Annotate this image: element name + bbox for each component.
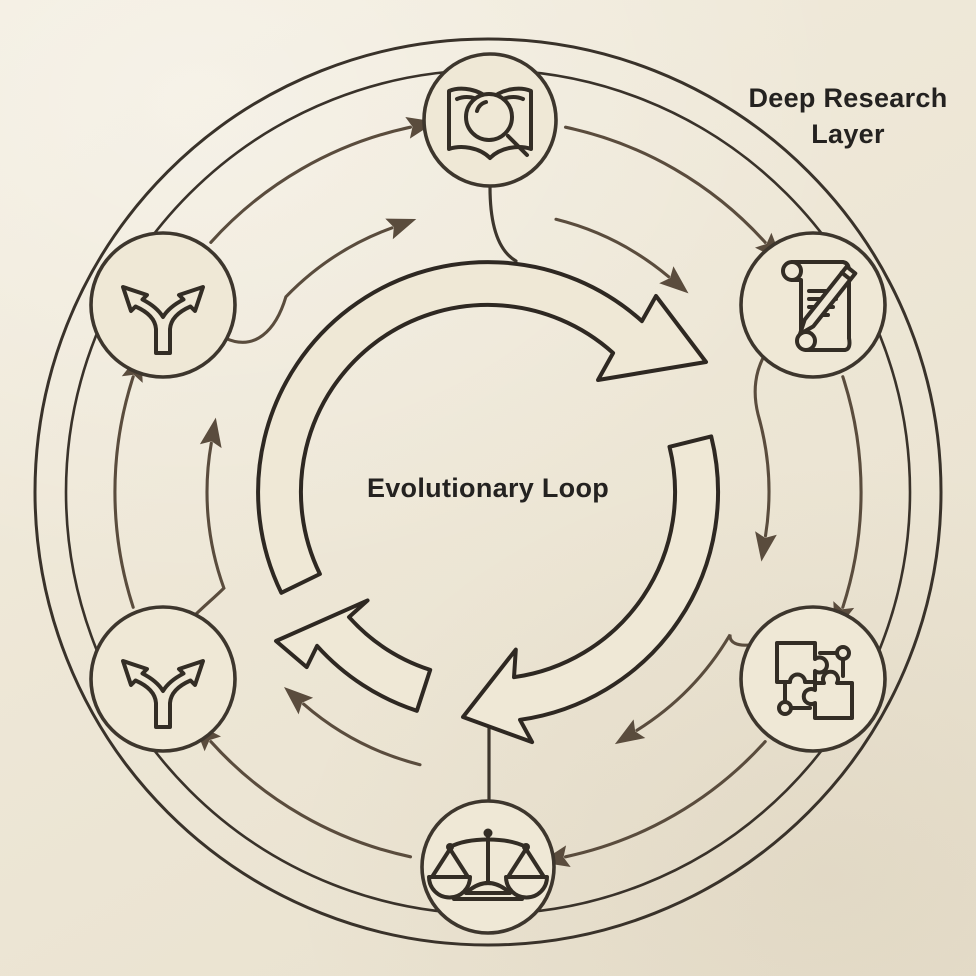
curved-arrow [113, 375, 135, 609]
scales-right-pan [504, 875, 549, 900]
evolutionary-loop-arrows [256, 260, 720, 745]
scroll-left-edge [790, 278, 803, 334]
lens-highlight [475, 100, 488, 113]
curved-arrow [563, 125, 767, 244]
arrowhead-icon [614, 719, 646, 745]
outer-ring-circle [33, 37, 943, 947]
puzzle-link-top-right [818, 651, 845, 678]
puzzle-piece-top-left [775, 641, 829, 684]
loop-block-arrow-top [256, 260, 708, 595]
curved-arrow [841, 375, 863, 609]
middle-arrow-ring [190, 217, 777, 767]
puzzle-pieces-icon [775, 641, 854, 720]
balance-scales-icon [427, 828, 549, 901]
fork-arrows-icon [121, 659, 205, 729]
scales-base-dome [464, 881, 512, 895]
puzzle-piece-bottom-right [801, 669, 854, 720]
arrowhead-icon [659, 266, 689, 294]
fork-arrow-shape [121, 285, 205, 355]
scroll-top-roll [781, 260, 803, 282]
node-circle-lower-left [89, 605, 237, 753]
layer-label-line2: Layer [811, 119, 885, 149]
curved-arrow [223, 226, 394, 344]
curved-arrow [209, 740, 413, 859]
fork-arrows-icon [121, 285, 205, 355]
scroll-pencil-icon [781, 260, 858, 352]
arrowhead-icon [199, 417, 222, 449]
scales-finial [483, 828, 493, 838]
loop-block-arrow-right [461, 434, 720, 745]
curved-arrow [302, 702, 422, 767]
magnifier-handle [506, 134, 529, 157]
pencil [798, 264, 858, 336]
curved-arrow [554, 217, 671, 279]
curved-arrow [753, 356, 771, 538]
puzzle-link-bottom-left [783, 682, 812, 710]
magnifier-lens [464, 92, 514, 142]
scales-strings [430, 847, 546, 879]
evolutionary-loop-label: Evolutionary Loop [366, 473, 610, 503]
curved-arrow [190, 441, 226, 620]
fork-arrow-shape [121, 659, 205, 729]
book-left-page [447, 86, 492, 160]
arrowhead-icon [755, 531, 777, 562]
connector-line [488, 185, 518, 263]
scales-beam [448, 837, 528, 849]
scales-left-pan [427, 875, 472, 900]
curved-arrow [635, 633, 751, 732]
loop-block-arrow-bottom-left [274, 598, 433, 713]
layer-label-line1: Deep Research [748, 83, 948, 113]
puzzle-node-dot [835, 645, 851, 661]
node-circle-upper-left [89, 231, 237, 379]
arrowhead-icon [284, 687, 314, 715]
book-right-page [488, 86, 533, 160]
deep-research-layer-label: Deep Research Layer [742, 80, 954, 152]
curved-arrow [563, 740, 767, 859]
puzzle-node-dot [777, 700, 793, 716]
scroll-bottom-edge [804, 336, 852, 352]
curved-arrow [209, 125, 413, 244]
pencil-cap-line [839, 270, 853, 282]
arrowhead-icon [385, 218, 417, 240]
open-book-magnifier-icon [447, 86, 533, 160]
